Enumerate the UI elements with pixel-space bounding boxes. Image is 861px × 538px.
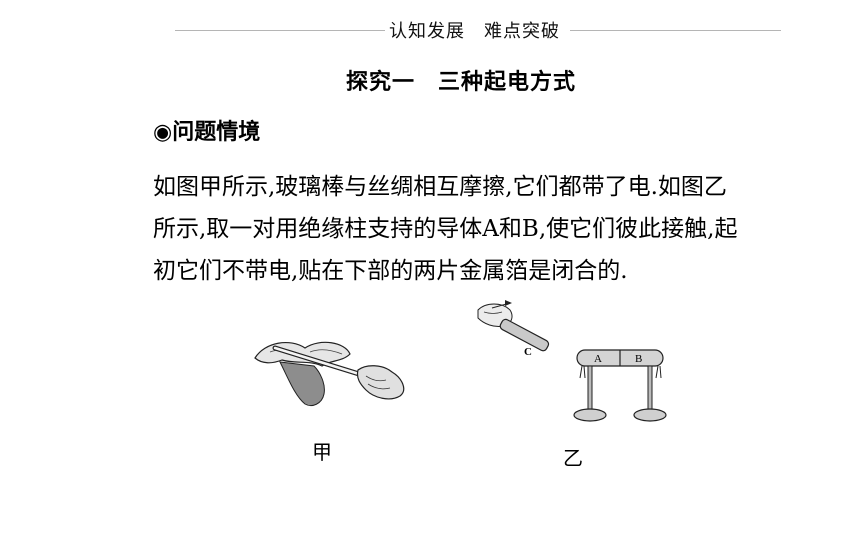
conductor-b-label: B [635,353,642,365]
figure-jia-illustration [254,341,405,407]
paragraph-line: 所示,取一对用绝缘柱支持的导体A和B,使它们彼此接触,起 [153,216,738,242]
section-heading: 探究一 三种起电方式 [346,70,577,95]
paragraph-line: 初它们不带电,贴在下部的两片金属箔是闭合的. [153,258,628,284]
conductor-a-label: A [594,353,602,365]
header-title: 认知发展 难点突破 [389,21,560,42]
header-rule-left [175,30,385,31]
header-rule-right [570,30,781,31]
section-header: 认知发展 难点突破 [175,14,781,46]
problem-paragraph: 如图甲所示,玻璃棒与丝绸相互摩擦,它们都带了电.如图乙 所示,取一对用绝缘柱支持… [153,166,813,292]
stand-left [587,365,593,413]
problem-context-heading: ◉问题情境 [153,120,261,145]
stand-right [647,365,653,413]
left-hand [279,361,325,407]
paragraph-line: 如图甲所示,玻璃棒与丝绸相互摩擦,它们都带了电.如图乙 [153,174,727,200]
rod-c-label: C [524,346,532,358]
figure-jia-caption: 甲 [312,440,332,464]
rod-c [499,318,550,352]
figure-yi-illustration: C A B [477,300,667,422]
figure-yi-caption: 乙 [563,446,583,470]
right-hand [356,365,405,400]
